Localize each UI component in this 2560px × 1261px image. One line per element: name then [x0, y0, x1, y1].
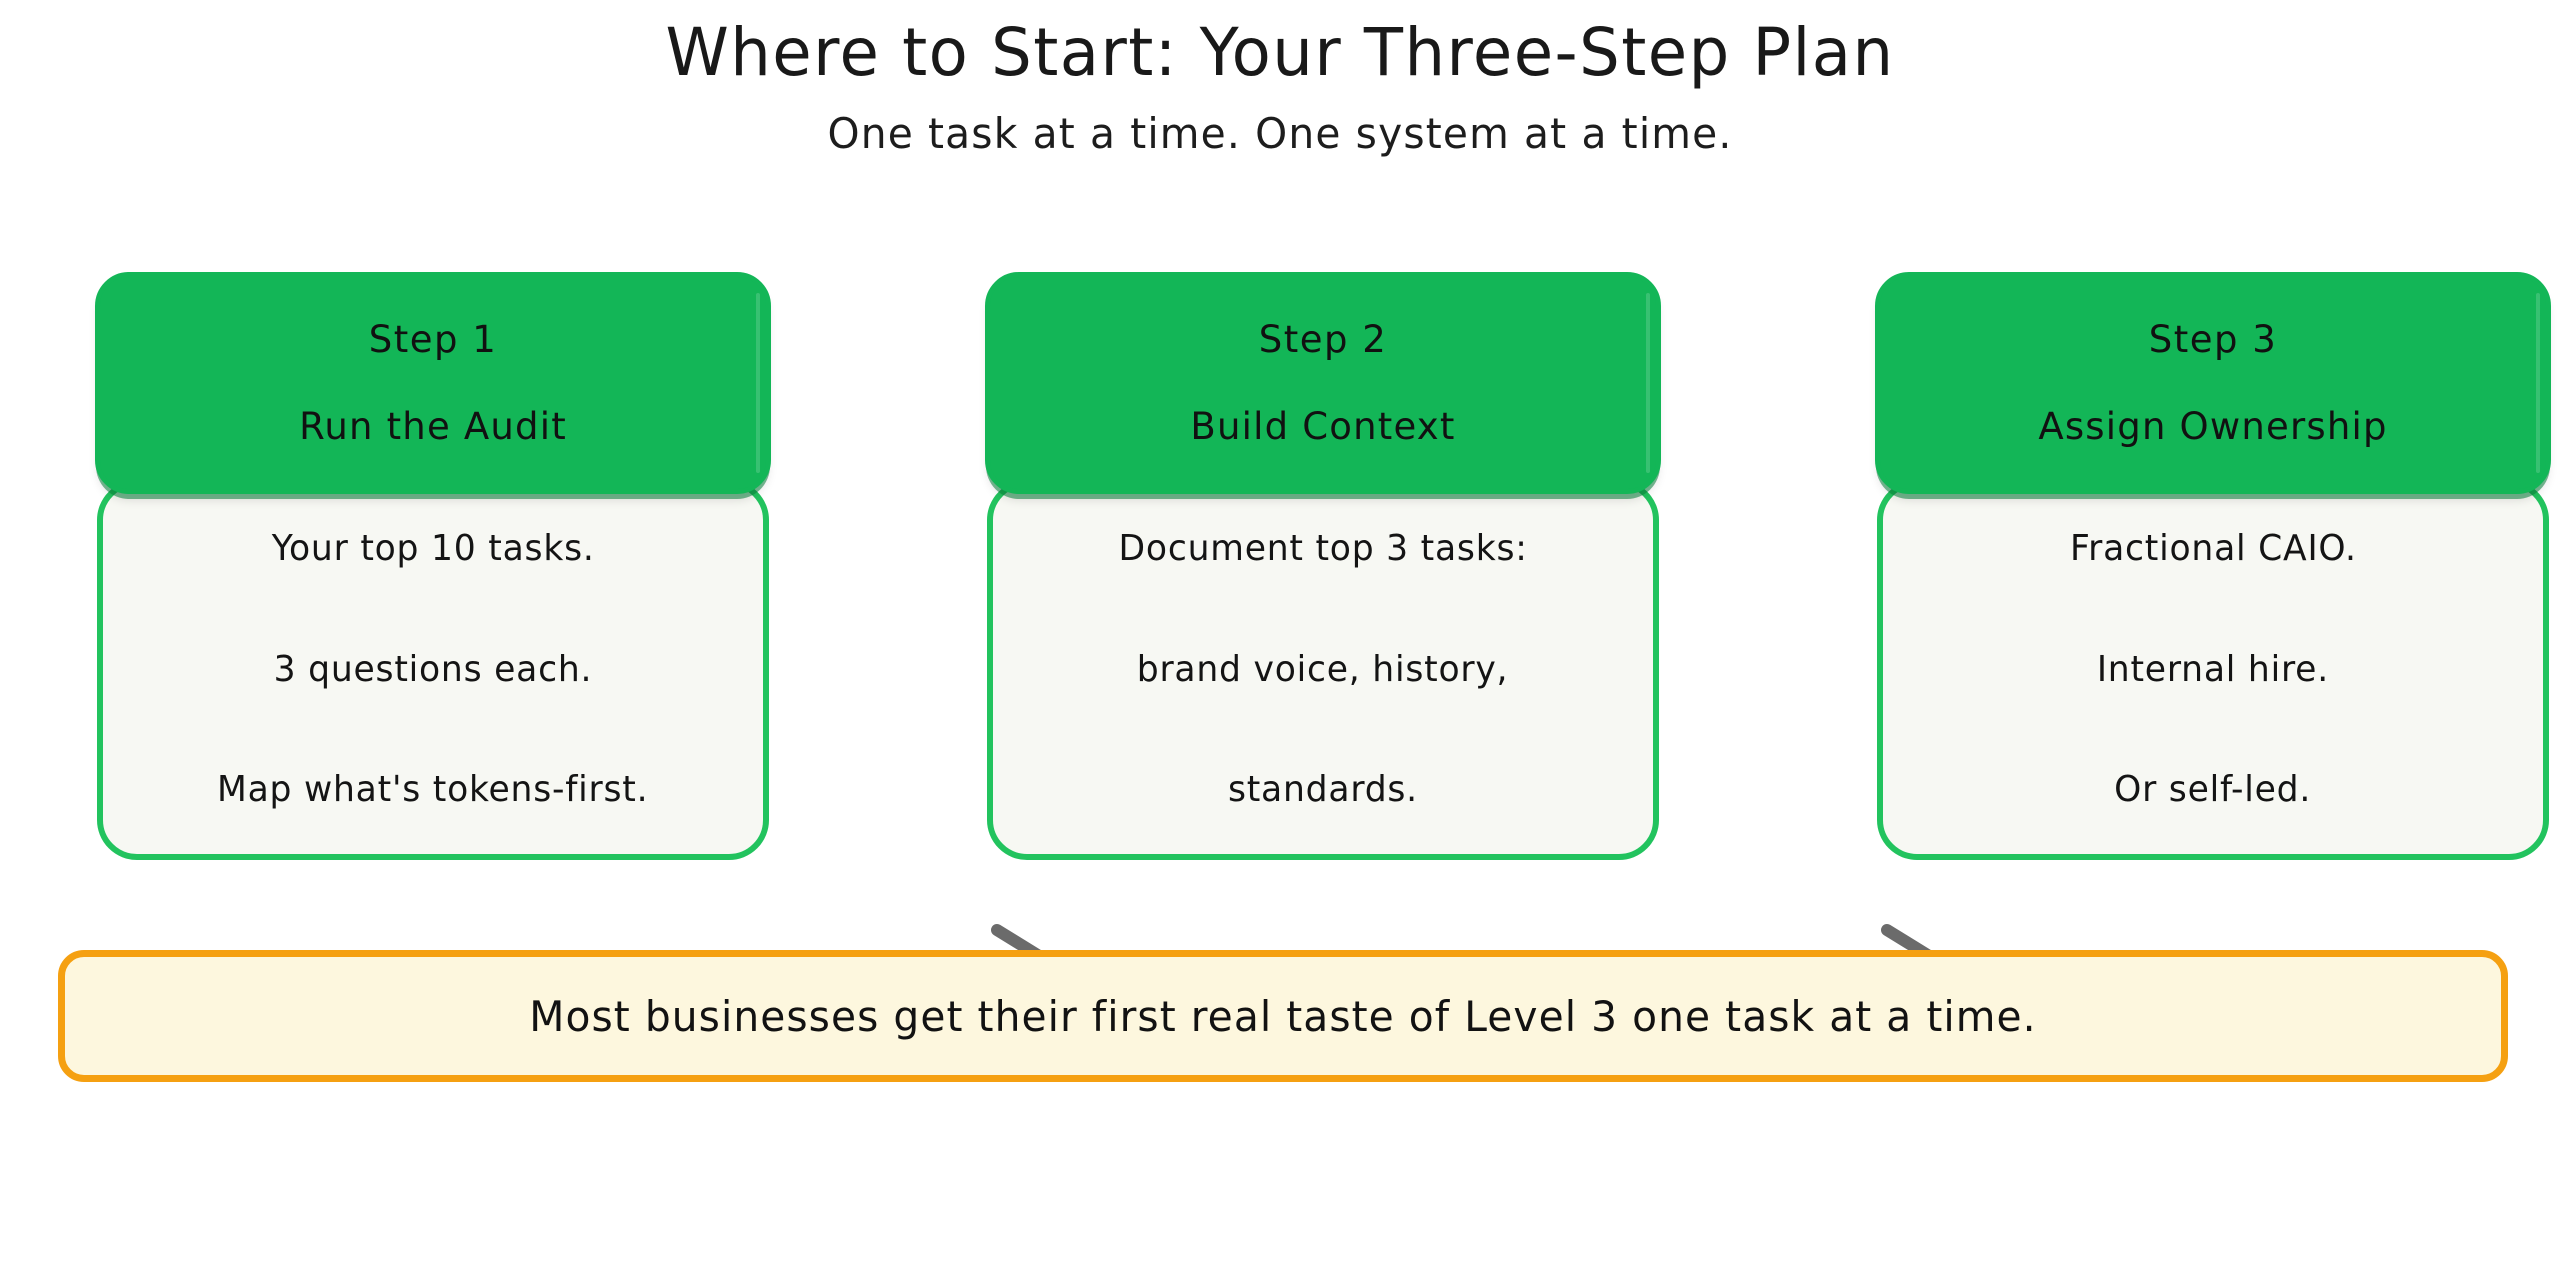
step-2-line-2: brand voice, history, — [1137, 648, 1509, 690]
step-1-line-2: 3 questions each. — [273, 648, 593, 690]
step-3-body-card[interactable]: Fractional CAIO. Internal hire. Or self-… — [1877, 480, 2549, 860]
step-3-number: Step 3 — [2148, 318, 2278, 361]
step-2-number: Step 2 — [1258, 318, 1388, 361]
page-title: Where to Start: Your Three-Step Plan — [665, 14, 1895, 91]
step-1-line-3: Map what's tokens-first. — [217, 769, 649, 810]
step-3-line-3: Or self-led. — [2114, 769, 2312, 810]
step-column-2: Step 2 Build Context Document top 3 task… — [985, 272, 1661, 892]
step-column-3: Step 3 Assign Ownership Fractional CAIO.… — [1875, 272, 2551, 892]
step-3-name: Assign Ownership — [2038, 405, 2388, 448]
step-3-line-2: Internal hire. — [2096, 648, 2330, 690]
step-2-header-card[interactable]: Step 2 Build Context — [985, 272, 1661, 494]
step-1-header-card[interactable]: Step 1 Run the Audit — [95, 272, 771, 494]
callout-text: Most businesses get their first real tas… — [529, 991, 2037, 1041]
step-1-number: Step 1 — [368, 318, 498, 361]
step-1-line-1: Your top 10 tasks. — [271, 528, 595, 569]
step-2-body-card[interactable]: Document top 3 tasks: brand voice, histo… — [987, 480, 1659, 860]
callout-banner: Most businesses get their first real tas… — [58, 950, 2508, 1082]
step-1-name: Run the Audit — [299, 405, 567, 448]
step-2-line-1: Document top 3 tasks: — [1118, 528, 1528, 569]
step-2-line-3: standards. — [1228, 769, 1418, 810]
step-3-header-card[interactable]: Step 3 Assign Ownership — [1875, 272, 2551, 494]
step-2-name: Build Context — [1190, 405, 1456, 448]
step-1-body-card[interactable]: Your top 10 tasks. 3 questions each. Map… — [97, 480, 769, 860]
step-column-1: Step 1 Run the Audit Your top 10 tasks. … — [95, 272, 771, 892]
three-step-diagram: Step 1 Run the Audit Your top 10 tasks. … — [95, 272, 2551, 1010]
title-block: Where to Start: Your Three-Step Plan One… — [0, 14, 2560, 159]
step-3-line-1: Fractional CAIO. — [2069, 528, 2357, 569]
page-subtitle: One task at a time. One system at a time… — [827, 109, 1733, 159]
